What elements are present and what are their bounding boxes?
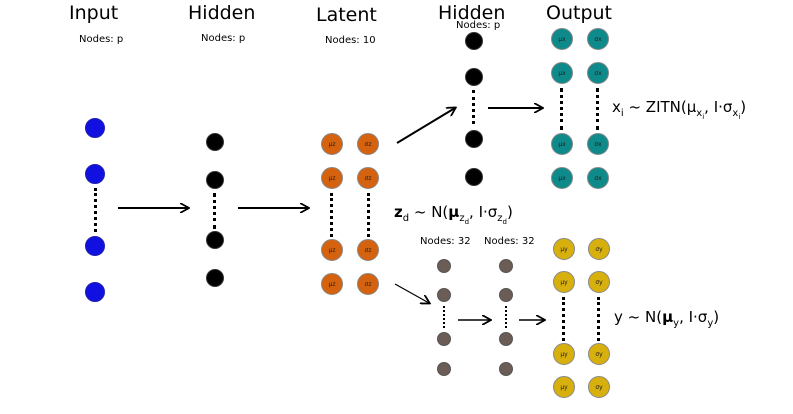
formula-z: zd ~ N(μzd, I·σzd) (394, 203, 513, 226)
arrow-latent-to-small-hidden (394, 283, 429, 303)
arrow-latent-to-hidden-top (396, 108, 455, 144)
ellipsis-dots (213, 193, 219, 229)
ellipsis-dots (94, 188, 100, 232)
count-latent: Nodes: 10 (325, 35, 376, 46)
header-output: Output (546, 2, 612, 24)
hidden-node (206, 269, 224, 287)
ellipsis-dots (597, 297, 603, 341)
ellipsis-dots (330, 193, 336, 237)
small-hidden-node (437, 362, 451, 376)
latent-mu-node: μz (321, 167, 343, 189)
output-x-sigma-node: σx (587, 28, 609, 50)
latent-sigma-node: σz (357, 273, 379, 295)
ellipsis-dots (443, 306, 448, 328)
count-hidden-3a: Nodes: 32 (420, 236, 471, 247)
hidden-node (206, 231, 224, 249)
output-x-mu-node: μx (551, 167, 573, 189)
count-input: Nodes: p (79, 34, 124, 45)
small-hidden-node (437, 259, 451, 273)
output-x-sigma-node: σx (587, 133, 609, 155)
small-hidden-node (499, 288, 513, 302)
small-hidden-node (499, 332, 513, 346)
hidden-node (465, 130, 483, 148)
ellipsis-dots (562, 297, 568, 341)
output-y-mu-node: μy (553, 271, 575, 293)
latent-sigma-node: σz (357, 167, 379, 189)
input-node (85, 282, 105, 302)
small-hidden-node (499, 259, 513, 273)
latent-sigma-node: σz (357, 239, 379, 261)
header-latent: Latent (316, 4, 377, 26)
output-x-sigma-node: σx (587, 62, 609, 84)
small-hidden-node (499, 362, 513, 376)
count-hidden-3b: Nodes: 32 (484, 236, 535, 247)
ellipsis-dots (596, 88, 602, 130)
output-x-mu-node: μx (551, 62, 573, 84)
hidden-node (465, 32, 483, 50)
small-hidden-node (437, 288, 451, 302)
output-y-sigma-node: σy (588, 343, 610, 365)
latent-mu-node: μz (321, 133, 343, 155)
output-y-sigma-node: σy (588, 271, 610, 293)
output-y-mu-node: μy (553, 343, 575, 365)
hidden-node (465, 68, 483, 86)
output-y-sigma-node: σy (588, 238, 610, 260)
hidden-node (206, 171, 224, 189)
ellipsis-dots (560, 88, 566, 130)
header-hidden-1: Hidden (188, 2, 256, 24)
input-node (85, 164, 105, 184)
input-node (85, 236, 105, 256)
output-x-sigma-node: σx (587, 167, 609, 189)
ellipsis-dots (472, 90, 478, 124)
ellipsis-dots (505, 306, 510, 328)
latent-sigma-node: σz (357, 133, 379, 155)
ellipsis-dots (367, 193, 373, 237)
output-y-sigma-node: σy (588, 376, 610, 398)
output-x-mu-node: μx (551, 133, 573, 155)
formula-x: xi ~ ZITN(μxi, I·σxi) (612, 98, 747, 121)
hidden-node (465, 168, 483, 186)
output-x-mu-node: μx (551, 28, 573, 50)
small-hidden-node (437, 332, 451, 346)
hidden-node (206, 133, 224, 151)
formula-y: y ~ N(μy, I·σy) (614, 308, 720, 329)
latent-mu-node: μz (321, 273, 343, 295)
output-y-mu-node: μy (553, 376, 575, 398)
latent-mu-node: μz (321, 239, 343, 261)
header-input: Input (69, 2, 119, 24)
count-hidden-2: Nodes: p (456, 20, 501, 31)
output-y-mu-node: μy (553, 238, 575, 260)
input-node (85, 118, 105, 138)
count-hidden-1: Nodes: p (201, 33, 246, 44)
header-hidden-2: Hidden (438, 2, 506, 24)
